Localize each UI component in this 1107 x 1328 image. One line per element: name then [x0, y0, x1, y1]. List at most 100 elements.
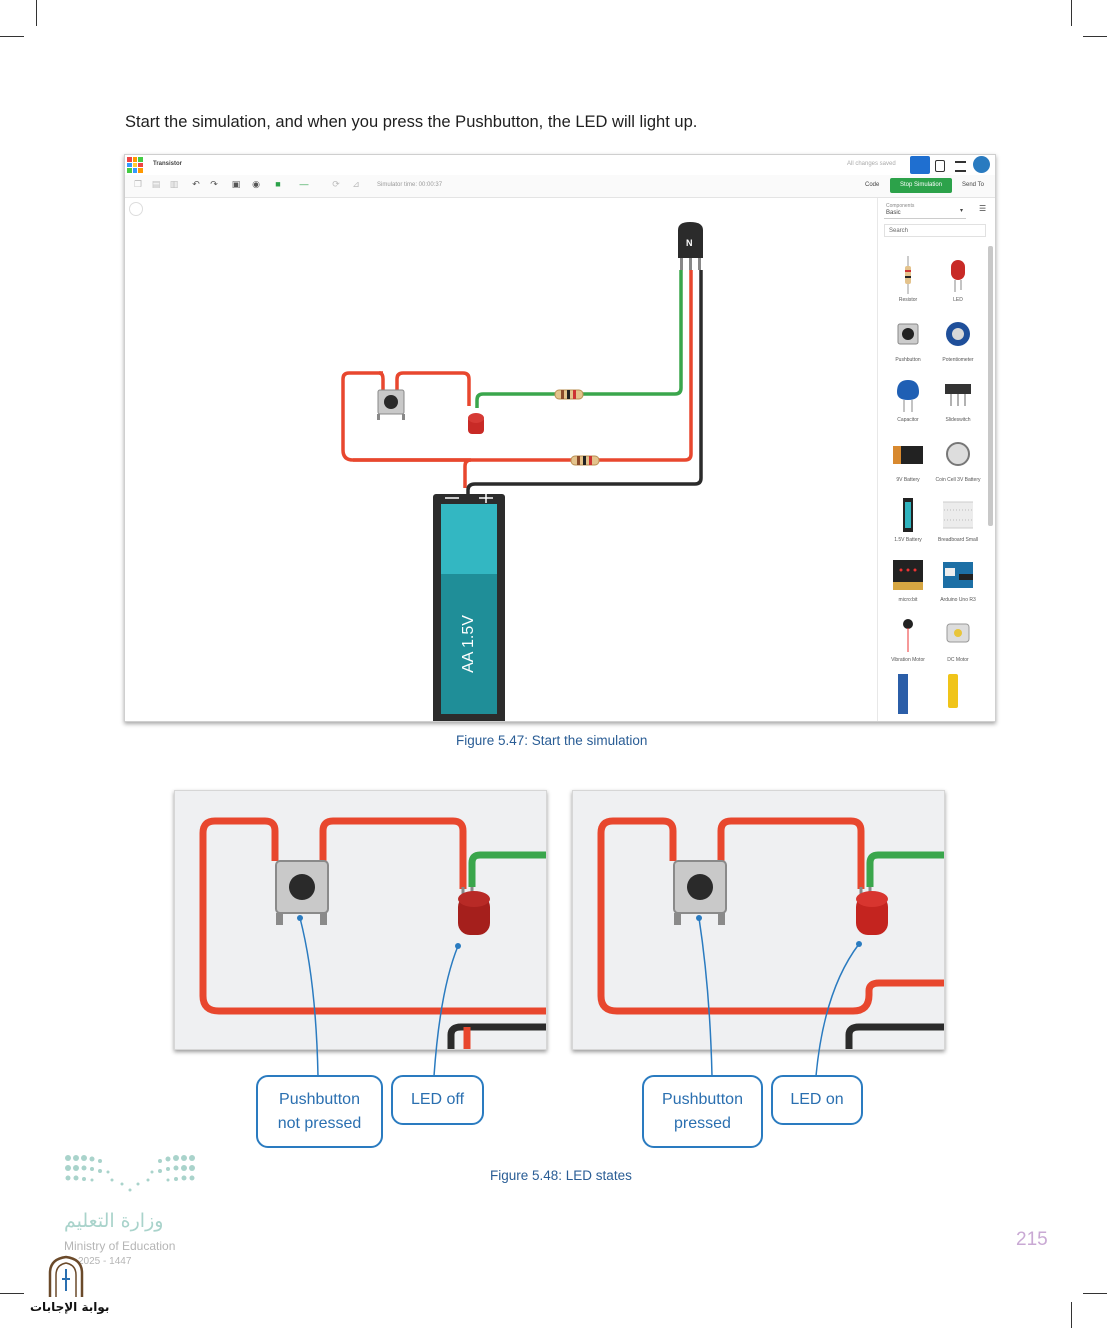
led-on-callout: LED on: [771, 1075, 863, 1125]
component-label: DC Motor: [947, 657, 969, 663]
component-pushbutton[interactable]: Pushbutton: [884, 314, 932, 372]
window-title: Transistor: [153, 161, 183, 167]
coin-cell-icon: [946, 442, 970, 466]
crop-mark: [1083, 36, 1107, 37]
schematic-icon[interactable]: [935, 160, 945, 172]
arduino-icon: [943, 562, 973, 588]
save-status: All changes saved: [847, 161, 896, 167]
components-label: Components: [886, 203, 915, 209]
component-arduino[interactable]: Arduino Uno R3: [934, 554, 982, 612]
crop-mark: [0, 36, 24, 37]
stop-simulation-button[interactable]: Stop Simulation: [890, 178, 952, 193]
callout-line: Pushbutton: [662, 1091, 743, 1109]
circuit-canvas[interactable]: N AA 1.5V: [125, 198, 877, 721]
capacitor-icon: [897, 380, 919, 412]
battery-9v-icon: [893, 446, 923, 464]
microbit-icon: [893, 560, 923, 590]
circuit-view-button[interactable]: [910, 156, 930, 174]
component-potentiometer[interactable]: Potentiometer: [934, 314, 982, 372]
component-breadboard[interactable]: Breadboard Small: [934, 494, 982, 552]
title-bar: Transistor All changes saved: [125, 155, 995, 176]
delete-icon[interactable]: ▥: [169, 179, 179, 189]
pushbutton-pressed-callout: Pushbutton pressed: [642, 1075, 763, 1148]
send-to-button[interactable]: Send To: [962, 182, 984, 188]
crop-mark: [1083, 1293, 1107, 1294]
circuit-diagram: [341, 222, 703, 721]
gate-text: بوابة الإجابات: [30, 1300, 110, 1314]
figure-caption-5-48: Figure 5.48: LED states: [490, 1168, 632, 1183]
components-dropdown[interactable]: Components Basic ▾: [884, 202, 966, 219]
component-label: Capacitor: [897, 417, 919, 423]
component-microbit[interactable]: micro:bit: [884, 554, 932, 612]
flip-icon[interactable]: ⊿: [352, 179, 360, 189]
callout-line: Pushbutton: [279, 1091, 360, 1109]
crop-mark: [1071, 0, 1072, 26]
component-label: Coin Cell 3V Battery: [935, 477, 981, 483]
copy-icon[interactable]: ❐: [133, 179, 143, 189]
component-coin-cell[interactable]: Coin Cell 3V Battery: [934, 434, 982, 492]
view-icon[interactable]: ◉: [252, 179, 260, 189]
callout-line: LED on: [790, 1091, 844, 1109]
redo-icon[interactable]: ↷: [210, 179, 218, 189]
component-capacitor[interactable]: Capacitor: [884, 374, 932, 432]
stop-simulation-label: Stop Simulation: [899, 182, 943, 188]
component-label: Arduino Uno R3: [940, 597, 976, 603]
component-label: 1.5V Battery: [894, 537, 922, 543]
avatar[interactable]: [973, 156, 990, 173]
component-yellow-partial[interactable]: [948, 674, 958, 708]
slideswitch-icon: [945, 384, 971, 406]
code-button[interactable]: Code: [865, 182, 880, 188]
undo-icon[interactable]: ↶: [192, 179, 200, 189]
component-sensor-partial[interactable]: [898, 674, 908, 714]
component-slideswitch[interactable]: Slideswitch: [934, 374, 982, 432]
battery-label: AA 1.5V: [460, 615, 477, 673]
component-aa-battery[interactable]: 1.5V Battery: [884, 494, 932, 552]
scrollbar[interactable]: [988, 246, 993, 526]
callout-line: LED off: [410, 1091, 465, 1109]
list-view-icon[interactable]: ☰: [979, 204, 987, 213]
callout-line: not pressed: [277, 1114, 362, 1132]
rotate-icon[interactable]: ⟳: [332, 179, 340, 189]
crop-mark: [1071, 1302, 1072, 1328]
search-input[interactable]: Search: [884, 224, 986, 237]
crop-mark: [36, 0, 37, 26]
components-panel: Components Basic ▾ ☰ Search Resistor LED…: [877, 198, 995, 721]
aa-battery-icon: [903, 498, 913, 532]
resistor-icon: [905, 256, 911, 294]
line-style-icon[interactable]: —: [299, 179, 309, 189]
component-9v-battery[interactable]: 9V Battery: [884, 434, 932, 492]
pushbutton-not-pressed-callout: Pushbutton not pressed: [256, 1075, 383, 1148]
chevron-down-icon: ▾: [960, 208, 964, 214]
component-label: Breadboard Small: [937, 537, 979, 543]
intro-text: Start the simulation, and when you press…: [125, 113, 698, 131]
led-off-circuit: [199, 817, 546, 1049]
component-vibration-motor[interactable]: Vibration Motor: [884, 614, 932, 672]
component-led[interactable]: LED: [934, 254, 982, 312]
list-icon[interactable]: [955, 161, 966, 172]
toolbar: ❐ ▤ ▥ ↶ ↷ ▣ ◉ ■ — ⟳ ⊿ Simulator time: 00…: [125, 175, 995, 198]
paste-icon[interactable]: ▤: [151, 179, 161, 189]
callout-line: pressed: [674, 1114, 731, 1132]
edition-year: 2025 - 1447: [78, 1256, 132, 1267]
component-label: Slideswitch: [945, 417, 971, 423]
components-value: Basic: [886, 210, 901, 216]
notes-icon[interactable]: ▣: [231, 179, 241, 189]
vibration-motor-icon: [903, 619, 913, 652]
led-on-detail: [572, 790, 945, 1050]
transistor-label: N: [686, 238, 693, 248]
component-resistor[interactable]: Resistor: [884, 254, 932, 312]
led-on-circuit: [597, 817, 944, 1049]
page-number: 215: [1016, 1229, 1048, 1250]
component-dc-motor[interactable]: DC Motor: [934, 614, 982, 672]
figure-caption-5-47: Figure 5.47: Start the simulation: [456, 733, 648, 748]
zoom-fit-icon[interactable]: [129, 202, 143, 216]
component-label: Resistor: [898, 297, 918, 303]
simulator-screenshot: Transistor All changes saved ❐ ▤ ▥ ↶ ↷ ▣…: [124, 154, 996, 722]
color-picker-icon[interactable]: ■: [275, 179, 281, 189]
led-off-callout: LED off: [391, 1075, 484, 1125]
component-label: micro:bit: [898, 597, 918, 603]
dc-motor-icon: [946, 623, 970, 643]
pushbutton-icon: [897, 323, 919, 345]
component-label: Potentiometer: [942, 357, 974, 363]
led-icon: [951, 260, 965, 292]
